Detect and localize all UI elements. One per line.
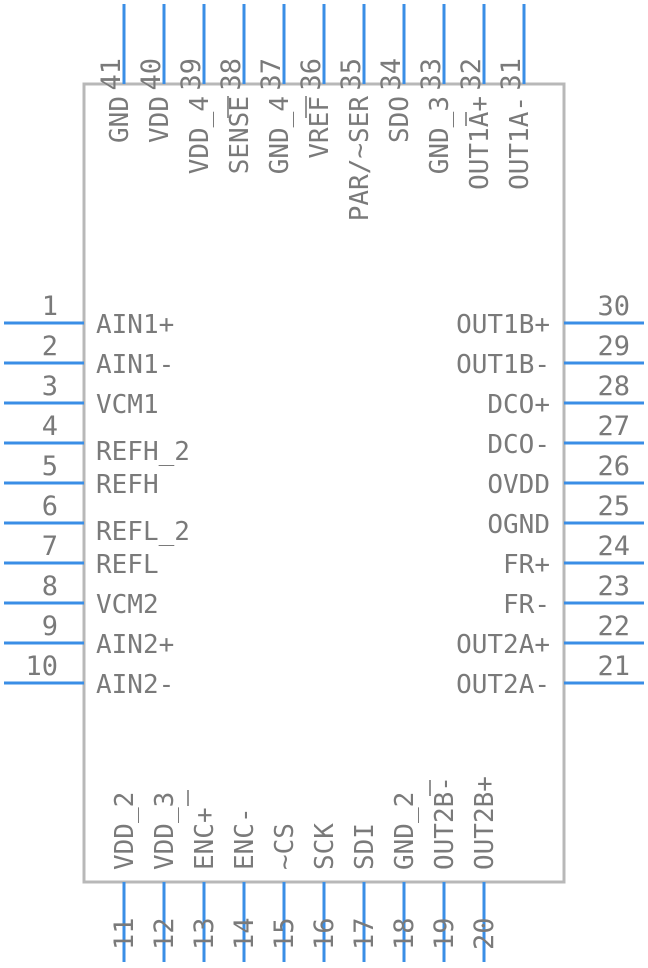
pin-label-36: VREF (305, 96, 335, 159)
pin-number-39: 39 (176, 58, 207, 91)
pin-number-19: 19 (429, 917, 460, 950)
pin-number-11: 11 (109, 917, 140, 950)
pin-number-35: 35 (336, 58, 367, 91)
pin-label-6: REFL_2 (96, 517, 190, 547)
pin-label-30: OUT1B+ (456, 310, 550, 340)
pin-label-11: VDD_2 (110, 792, 140, 870)
pin-label-25: OGND (487, 510, 550, 540)
pin-label-18: GND_2 (390, 792, 420, 870)
pin-number-18: 18 (389, 917, 420, 950)
pin-label-32: OUT1A+ (465, 96, 495, 190)
pin-label-2: AIN1- (96, 350, 174, 380)
pin-label-17: SDI (350, 823, 380, 870)
pin-number-8: 8 (42, 571, 58, 602)
pin-number-13: 13 (189, 917, 220, 950)
pin-label-26: OVDD (487, 470, 550, 500)
pin-label-40: VDD (145, 96, 175, 143)
pin-number-2: 2 (42, 331, 58, 362)
pin-number-28: 28 (597, 371, 630, 402)
pin-label-37: GND_4 (265, 96, 295, 174)
pin-label-28: DCO+ (487, 390, 550, 420)
pin-number-6: 6 (42, 491, 58, 522)
pin-number-32: 32 (456, 58, 487, 91)
pin-label-1: AIN1+ (96, 310, 174, 340)
pin-number-31: 31 (496, 58, 527, 91)
pin-label-29: OUT1B- (456, 350, 550, 380)
pin-label-3: VCM1 (96, 390, 159, 420)
pin-label-41: GND (105, 96, 135, 143)
pin-number-15: 15 (269, 917, 300, 950)
pin-label-23: FR- (503, 590, 550, 620)
pin-label-21: OUT2A- (456, 670, 550, 700)
pin-number-29: 29 (597, 331, 630, 362)
pin-number-40: 40 (136, 58, 167, 91)
pin-label-35: PAR/~SER (345, 96, 375, 222)
pin-label-15: ~CS (270, 823, 300, 870)
pin-label-27: DCO- (487, 430, 550, 460)
pin-number-3: 3 (42, 371, 58, 402)
pin-number-25: 25 (597, 491, 630, 522)
pin-label-38: SENSE (225, 96, 255, 174)
pin-number-41: 41 (96, 58, 127, 91)
pin-label-9: AIN2+ (96, 630, 174, 660)
pin-number-34: 34 (376, 58, 407, 91)
pin-number-27: 27 (597, 411, 630, 442)
pin-label-8: VCM2 (96, 590, 159, 620)
pin-label-39: VDD_4 (185, 96, 215, 174)
pin-label-5: REFH (96, 470, 159, 500)
pin-number-1: 1 (42, 291, 58, 322)
pin-number-22: 22 (597, 611, 630, 642)
pin-number-10: 10 (25, 651, 58, 682)
pin-number-30: 30 (597, 291, 630, 322)
pin-label-20: OUT2B+ (470, 776, 500, 870)
pin-label-33: GND_3 (425, 96, 455, 174)
pin-label-4: REFH_2 (96, 437, 190, 467)
pin-number-21: 21 (597, 651, 630, 682)
pin-number-23: 23 (597, 571, 630, 602)
pin-label-10: AIN2- (96, 670, 174, 700)
pin-label-14: ENC- (230, 807, 260, 870)
pin-label-16: SCK (310, 823, 340, 870)
pin-number-33: 33 (416, 58, 447, 91)
pin-number-26: 26 (597, 451, 630, 482)
pin-number-37: 37 (256, 58, 287, 91)
pin-label-24: FR+ (503, 550, 550, 580)
pin-number-9: 9 (42, 611, 58, 642)
pin-number-17: 17 (349, 917, 380, 950)
pin-label-22: OUT2A+ (456, 630, 550, 660)
pin-number-24: 24 (597, 531, 630, 562)
pin-label-7: REFL (96, 550, 159, 580)
pin-label-12: VDD_3 (150, 792, 180, 870)
pin-number-38: 38 (216, 58, 247, 91)
pin-label-31: OUT1A- (505, 96, 535, 190)
pin-number-5: 5 (42, 451, 58, 482)
pin-label-19: OUT2B- (430, 776, 460, 870)
pin-number-12: 12 (149, 917, 180, 950)
pin-number-20: 20 (469, 917, 500, 950)
pin-number-7: 7 (42, 531, 58, 562)
pin-number-4: 4 (42, 411, 58, 442)
pin-number-14: 14 (229, 917, 260, 950)
pin-number-36: 36 (296, 58, 327, 91)
pin-label-13: ENC+ (190, 807, 220, 870)
pin-number-16: 16 (309, 917, 340, 950)
pin-label-34: SDO (385, 96, 415, 143)
